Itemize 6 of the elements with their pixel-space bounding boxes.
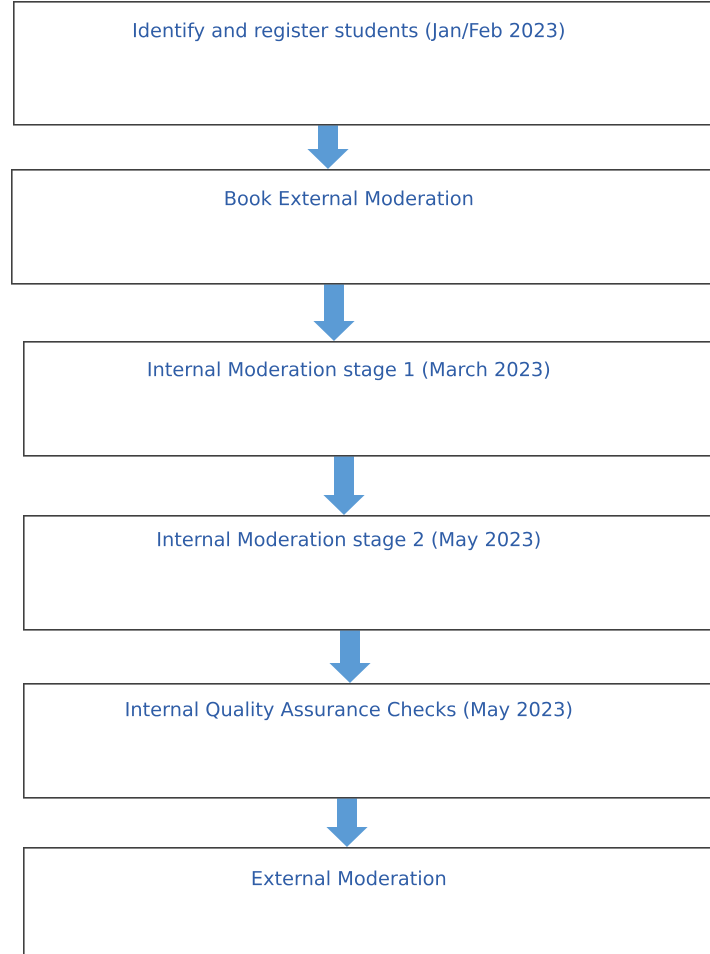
process-box: Internal Moderation stage 2 (May 2023): [23, 515, 710, 631]
process-box: Identify and register students (Jan/Feb 2023): [13, 1, 710, 126]
process-box: Book External Moderation: [11, 169, 710, 285]
process-box: External Moderation: [23, 847, 710, 954]
process-box: Internal Quality Assurance Checks (May 2023): [23, 683, 710, 799]
process-box: Internal Moderation stage 1 (March 2023): [23, 341, 710, 457]
